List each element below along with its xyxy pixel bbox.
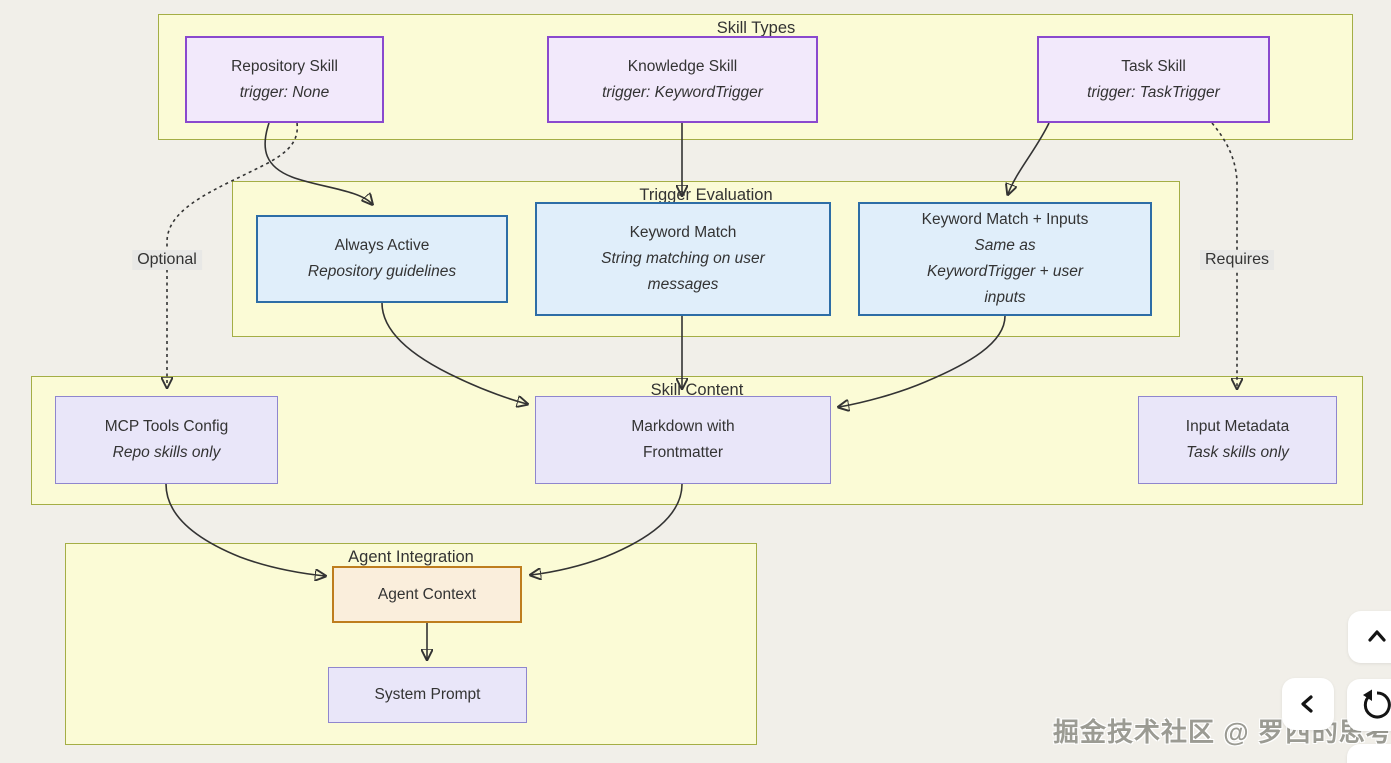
- node-subtitle: trigger: KeywordTrigger: [602, 83, 763, 101]
- cluster-label-skill-types: Skill Types: [716, 19, 796, 37]
- node-system-prompt: System Prompt: [328, 667, 527, 723]
- node-title: Repository Skill: [231, 57, 338, 75]
- node-subtitle: trigger: None: [239, 83, 330, 101]
- node-mcp-tools-config: MCP Tools Config Repo skills only: [55, 396, 278, 484]
- cluster-label-agent-integration: Agent Integration: [348, 548, 474, 566]
- watermark: 掘金技术社区 @ 罗西的思考: [1053, 717, 1391, 747]
- cluster-label-skill-content: Skill Content: [650, 381, 744, 399]
- node-repository-skill: Repository Skill trigger: None: [185, 36, 384, 123]
- node-keyword-match: Keyword Match String matching on user me…: [535, 202, 831, 316]
- edge-label-requires: Requires: [1199, 250, 1275, 270]
- node-always-active: Always Active Repository guidelines: [256, 215, 508, 303]
- node-title: System Prompt: [374, 686, 481, 703]
- node-subtitle: Task skills only: [1186, 444, 1289, 461]
- reset-view-button[interactable]: [1347, 679, 1391, 731]
- partial-bottom-button[interactable]: [1347, 744, 1391, 763]
- node-input-metadata: Input Metadata Task skills only: [1138, 396, 1337, 484]
- node-markdown-frontmatter: Markdown with Frontmatter: [535, 396, 831, 484]
- chevron-left-icon: [1294, 690, 1322, 718]
- node-title: Keyword Match + Inputs: [921, 211, 1089, 228]
- node-subtitle: Repo skills only: [112, 444, 221, 461]
- edge-label-optional: Optional: [132, 250, 202, 270]
- node-title: Keyword Match: [629, 224, 737, 241]
- node-title: Markdown with Frontmatter: [631, 418, 735, 461]
- node-title: Always Active: [334, 237, 430, 254]
- node-title: Knowledge Skill: [627, 57, 738, 75]
- node-agent-context: Agent Context: [332, 566, 522, 623]
- node-subtitle: trigger: TaskTrigger: [1087, 83, 1220, 101]
- cluster-label-trigger-evaluation: Trigger Evaluation: [639, 186, 773, 204]
- node-subtitle: Repository guidelines: [307, 263, 457, 280]
- node-title: Task Skill: [1121, 57, 1186, 75]
- node-subtitle: Same as KeywordTrigger + user inputs: [926, 237, 1084, 306]
- node-keyword-match-inputs: Keyword Match + Inputs Same as KeywordTr…: [858, 202, 1152, 316]
- node-title: Agent Context: [377, 585, 477, 603]
- node-subtitle: String matching on user messages: [601, 250, 765, 293]
- rotate-ccw-icon: [1359, 688, 1391, 722]
- scroll-up-button[interactable]: [1348, 611, 1391, 663]
- node-title: MCP Tools Config: [104, 418, 229, 435]
- node-title: Input Metadata: [1185, 418, 1290, 435]
- back-button[interactable]: [1282, 678, 1334, 730]
- chevron-up-icon: [1363, 623, 1391, 651]
- node-knowledge-skill: Knowledge Skill trigger: KeywordTrigger: [547, 36, 818, 123]
- node-task-skill: Task Skill trigger: TaskTrigger: [1037, 36, 1270, 123]
